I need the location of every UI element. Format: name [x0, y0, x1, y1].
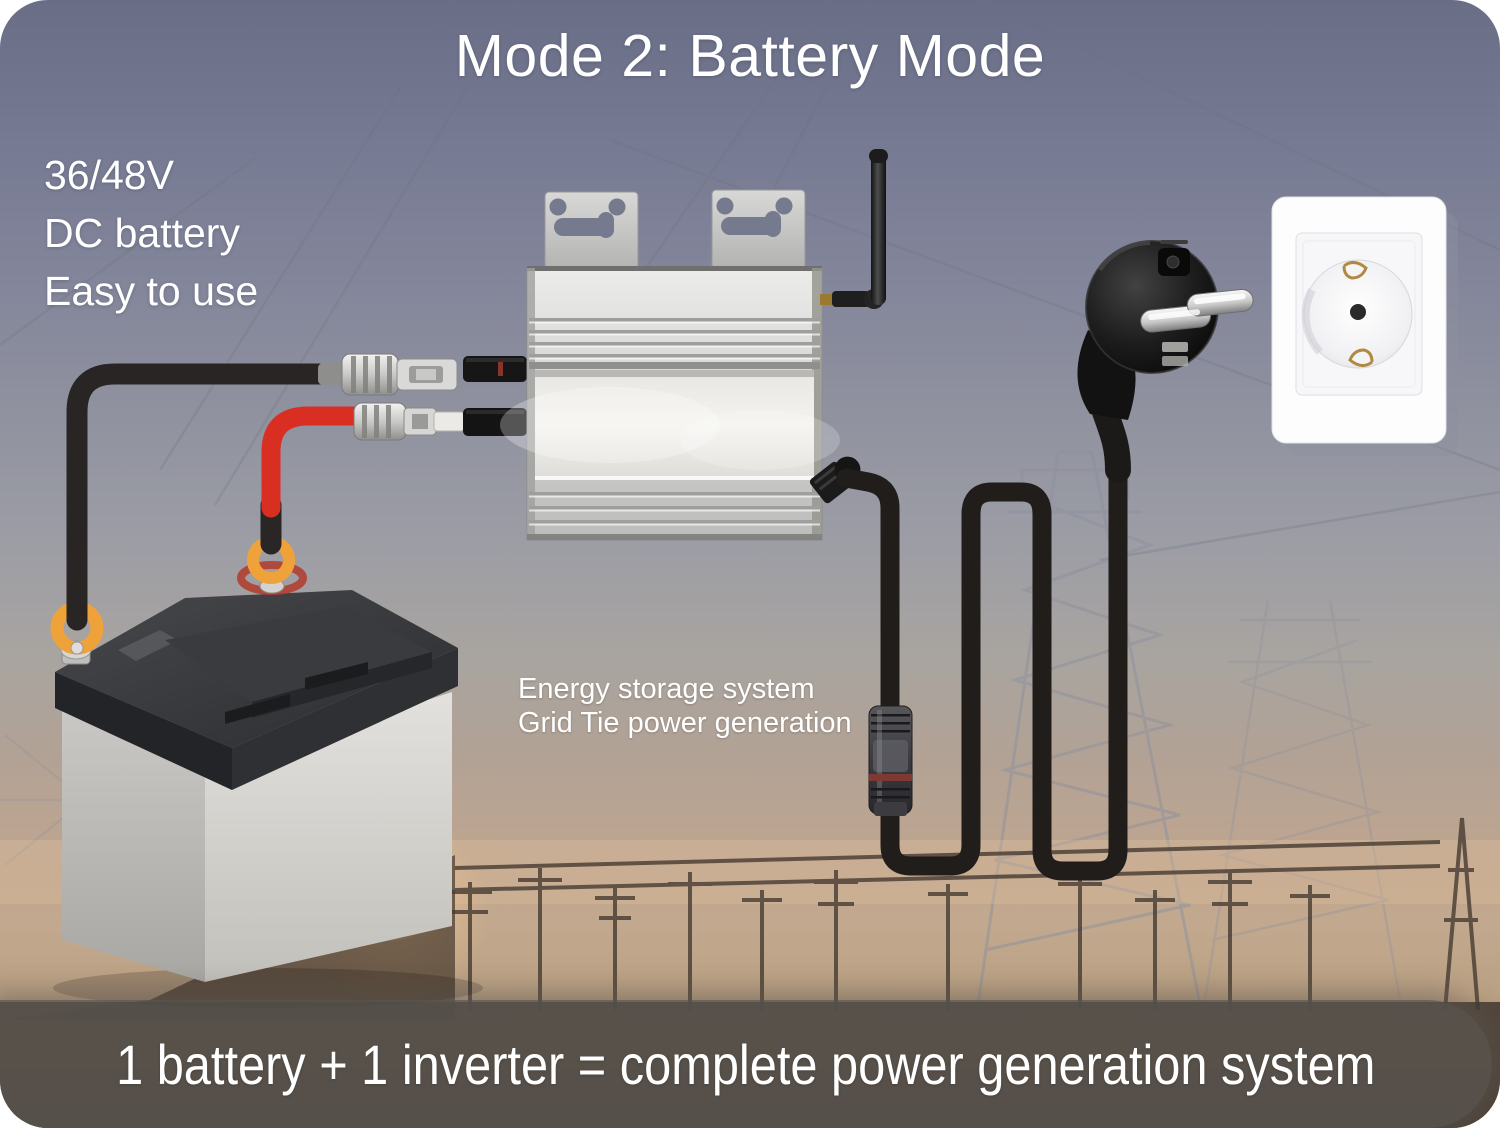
- footer-text: 1 battery + 1 inverter = complete power …: [116, 1032, 1376, 1096]
- battery: [50, 536, 483, 1008]
- negative-cable: [66, 363, 343, 631]
- antenna-rod: [871, 153, 886, 305]
- system-annotation-line2: Grid Tie power generation: [518, 707, 852, 739]
- socket-center-hole: [1350, 304, 1366, 320]
- ac-cable: [836, 399, 1131, 881]
- mounting-bracket-right: [711, 189, 806, 271]
- inverter-input-ports: [463, 356, 527, 436]
- wall-socket: [1271, 196, 1458, 456]
- coupler-red-band: [869, 774, 912, 781]
- micro-inverter: [500, 149, 888, 541]
- battery-annotation-line3: Easy to use: [44, 268, 259, 314]
- mc4-connector-negative: [318, 353, 458, 396]
- battery-left-face: [62, 702, 205, 982]
- dc-cables: [66, 363, 364, 631]
- socket-earth-clip-bottom: [1348, 348, 1374, 367]
- page-title: Mode 2: Battery Mode: [454, 23, 1046, 89]
- eu-plug: [1077, 240, 1254, 420]
- footer-bar: 1 battery + 1 inverter = complete power …: [0, 1000, 1492, 1128]
- inverter-fins: [529, 318, 820, 369]
- positive-cable: [261, 406, 364, 518]
- battery-annotation-line2: DC battery: [44, 210, 240, 256]
- socket-earth-clip-top: [1342, 261, 1368, 280]
- wifi-antenna: [820, 149, 888, 309]
- antenna-connector: [820, 294, 834, 305]
- inverter-lower-fins: [527, 492, 822, 540]
- plug-cord-clamp: [1162, 342, 1188, 352]
- battery-annotation: 36/48V DC battery Easy to use: [44, 146, 258, 320]
- inline-coupler: [868, 705, 913, 816]
- battery-annotation-line1: 36/48V: [44, 152, 174, 198]
- system-annotation: Energy storage system Grid Tie power gen…: [518, 672, 852, 740]
- inverter-face-panel: [535, 370, 814, 480]
- mc4-connector-positive: [353, 402, 465, 441]
- mounting-bracket-left: [544, 191, 639, 273]
- plug-pins: [1140, 288, 1254, 333]
- system-annotation-line1: Energy storage system: [518, 673, 815, 705]
